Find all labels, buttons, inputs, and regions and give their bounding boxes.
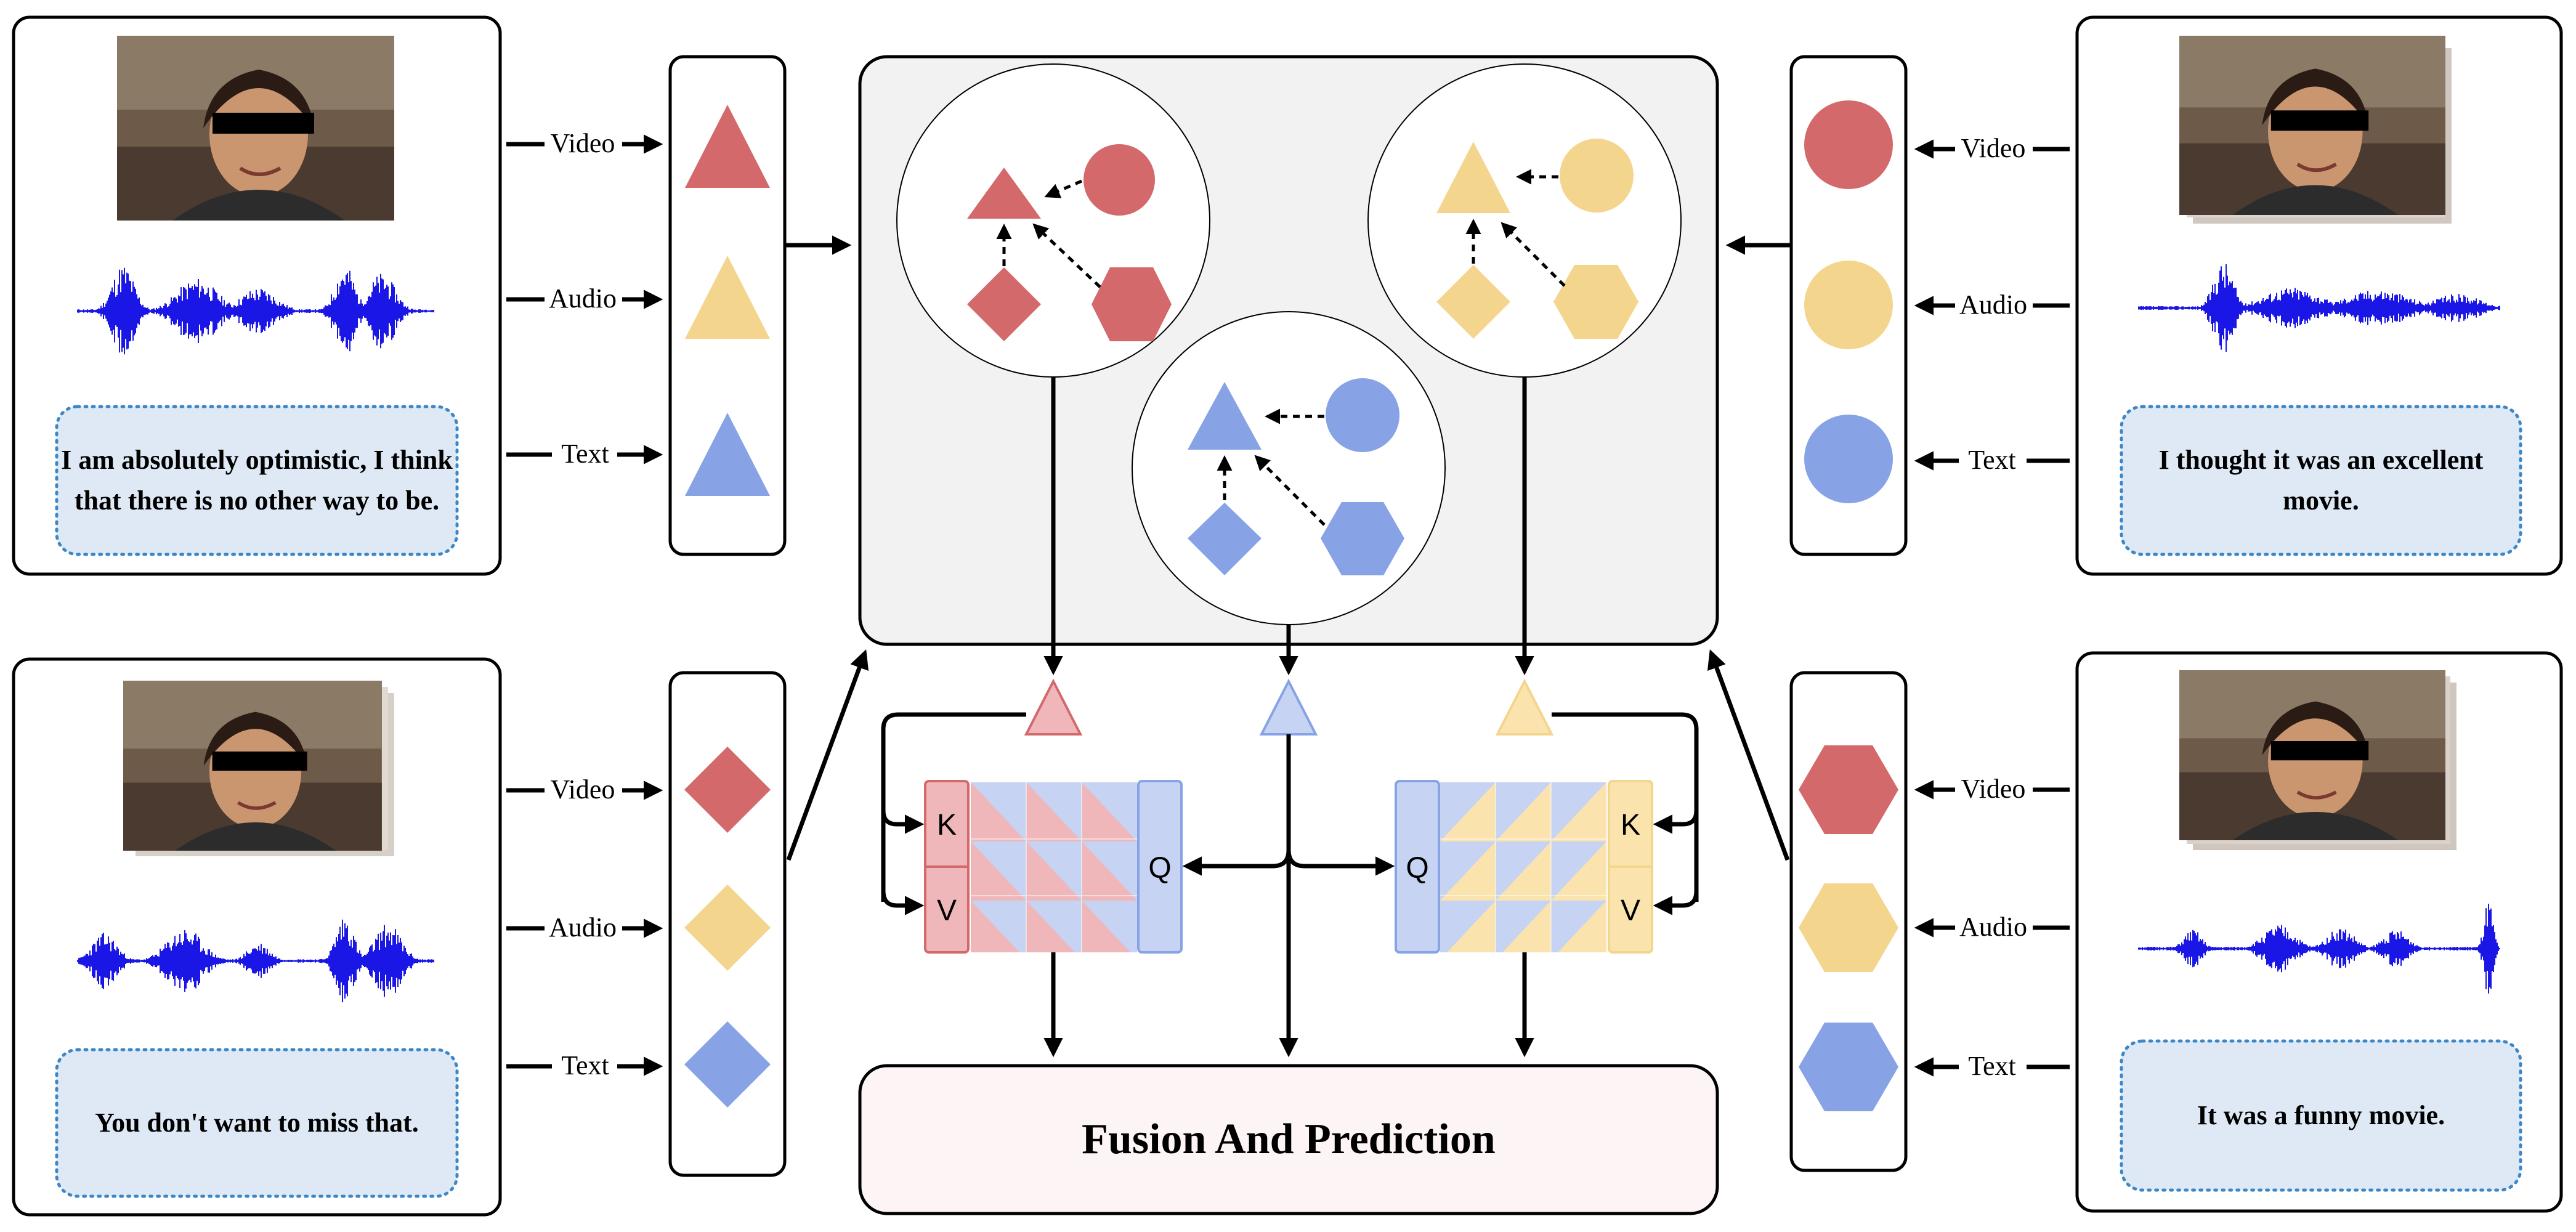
svg-text:Audio: Audio bbox=[549, 283, 617, 314]
attention-matrix-left bbox=[971, 782, 1137, 952]
svg-text:Video: Video bbox=[1961, 133, 2026, 163]
text-circle-node bbox=[1326, 378, 1399, 452]
audio-circle-node bbox=[1560, 139, 1634, 213]
person-photo-icon bbox=[2179, 670, 2457, 850]
fusion-box bbox=[858, 1064, 1719, 1215]
video-hexagon-node bbox=[1092, 267, 1172, 341]
audio-hexagon-icon bbox=[1799, 883, 1898, 972]
text-circle-icon bbox=[1804, 415, 1893, 503]
value-label-right: V bbox=[1621, 894, 1640, 927]
audio-circle-icon bbox=[1804, 261, 1893, 349]
video-triangle-icon bbox=[685, 105, 770, 188]
modality-labels-right-bottom: Video Audio Text bbox=[1914, 774, 2070, 1081]
text-hexagon-icon bbox=[1799, 1023, 1898, 1111]
audio-hexagon-node bbox=[1553, 265, 1638, 339]
text-center-triangle bbox=[1188, 382, 1262, 450]
audio-graph-circle bbox=[1367, 63, 1682, 378]
query-label-left: Q bbox=[1148, 852, 1171, 885]
modality-labels-right-top: Video Audio Text bbox=[1914, 133, 2070, 475]
svg-text:Video: Video bbox=[551, 774, 615, 804]
text-diamond-node bbox=[1188, 503, 1262, 575]
video-diamond-node bbox=[967, 267, 1041, 341]
video-hexagon-icon bbox=[1799, 745, 1898, 834]
svg-text:Text: Text bbox=[561, 1050, 609, 1080]
key-label-left: K bbox=[937, 809, 957, 841]
caption-box-top-right bbox=[2120, 405, 2522, 556]
modality-labels-left-bottom: Video Audio Text bbox=[506, 774, 663, 1080]
svg-text:Text: Text bbox=[1968, 1051, 2016, 1081]
audio-waveform-icon bbox=[77, 264, 2500, 1003]
audio-waveform-icon bbox=[77, 267, 434, 355]
svg-text:Video: Video bbox=[551, 128, 615, 158]
text-hexagon-node bbox=[1321, 502, 1404, 575]
svg-text:Text: Text bbox=[561, 439, 609, 469]
person-photo-icon bbox=[123, 681, 394, 856]
caption-text-bottom-left: You don't want to miss that. bbox=[95, 1108, 419, 1138]
text-graph-circle bbox=[1132, 311, 1446, 625]
caption-text-top-right: I thought it was an excellent movie. bbox=[2158, 445, 2484, 516]
attention-matrix-right bbox=[1440, 782, 1606, 952]
svg-text:Audio: Audio bbox=[1959, 290, 2027, 320]
svg-text:Audio: Audio bbox=[549, 912, 617, 942]
caption-box-top-left bbox=[55, 405, 459, 556]
audio-triangle-icon bbox=[685, 256, 770, 339]
text-diamond-icon bbox=[684, 1021, 771, 1108]
caption-text-bottom-right: It was a funny movie. bbox=[2197, 1100, 2445, 1130]
value-label-left: V bbox=[937, 894, 957, 927]
caption-text-top-left: I am absolutely optimistic, I think that… bbox=[61, 445, 453, 516]
query-label-right: Q bbox=[1406, 852, 1428, 885]
modality-labels-left-top: Video Audio Text bbox=[506, 128, 663, 469]
person-photo-icon bbox=[117, 36, 394, 221]
svg-text:Video: Video bbox=[1961, 774, 2026, 804]
video-graph-circle bbox=[896, 63, 1210, 378]
video-feature-triangle bbox=[1024, 678, 1083, 736]
caption-box-bottom-right bbox=[2120, 1039, 2522, 1192]
video-circle-node bbox=[1083, 144, 1155, 216]
video-circle-icon bbox=[1804, 100, 1893, 189]
svg-text:Audio: Audio bbox=[1959, 912, 2027, 942]
audio-waveform-icon bbox=[77, 919, 434, 1003]
key-label-right: K bbox=[1621, 809, 1640, 841]
text-feature-triangle bbox=[1259, 678, 1318, 736]
text-triangle-icon bbox=[685, 413, 770, 496]
person-photo-icon bbox=[2179, 36, 2452, 224]
caption-box-bottom-left bbox=[55, 1048, 459, 1198]
svg-text:Text: Text bbox=[1968, 445, 2016, 475]
video-center-triangle bbox=[967, 168, 1041, 219]
audio-diamond-icon bbox=[684, 885, 771, 971]
audio-feature-triangle bbox=[1495, 678, 1554, 736]
audio-waveform-icon bbox=[2138, 264, 2500, 352]
fusion-label: Fusion And Prediction bbox=[1082, 1116, 1496, 1163]
audio-waveform-icon bbox=[2138, 904, 2500, 994]
audio-center-triangle bbox=[1436, 142, 1510, 213]
audio-diamond-node bbox=[1436, 265, 1510, 339]
video-diamond-icon bbox=[684, 747, 771, 833]
